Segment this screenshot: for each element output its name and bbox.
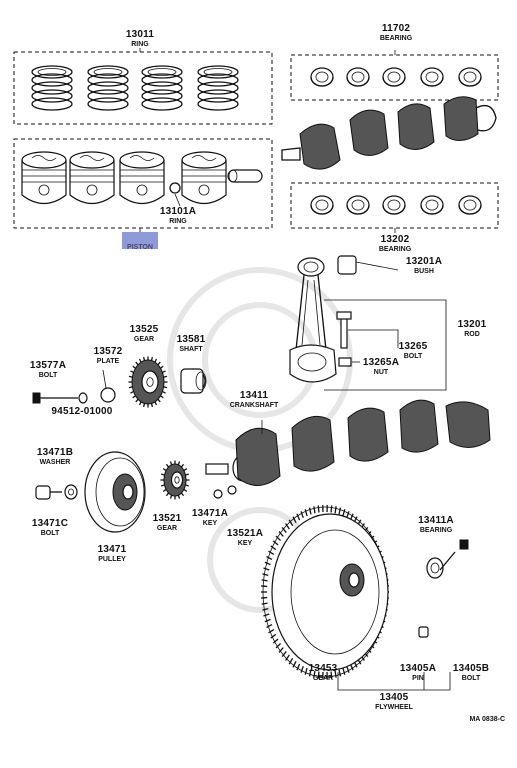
timing-gear xyxy=(128,356,207,408)
piston-set-group xyxy=(13,138,273,234)
piston-1 xyxy=(21,151,67,205)
main-bearing-lower-5 xyxy=(458,195,482,215)
main-bearing-lower-4 xyxy=(420,195,444,215)
piston-ring-stack-2 xyxy=(87,65,129,111)
main-bearing-upper-4 xyxy=(420,67,444,87)
ring-set-group xyxy=(13,48,273,125)
main-bearing-lower-group xyxy=(290,182,499,233)
connecting-rod xyxy=(289,255,447,391)
piston-ring-stack-4 xyxy=(197,65,239,111)
bolt-and-plate xyxy=(32,369,116,404)
piston-highlight-label: PISTON xyxy=(127,244,153,251)
piston-3 xyxy=(119,151,165,205)
crank-gear-teeth xyxy=(160,460,190,500)
crankshaft-top xyxy=(281,96,497,170)
main-bearing-upper-group xyxy=(290,50,499,101)
piston-highlight xyxy=(122,232,158,249)
main-bearing-upper-3 xyxy=(382,67,406,87)
pulley-assembly xyxy=(35,451,146,533)
main-bearing-upper-2 xyxy=(346,67,370,87)
piston-ring-stack-1 xyxy=(31,65,73,111)
figure-code: MA 0838-C xyxy=(469,716,505,723)
flywheel-assembly xyxy=(261,505,469,691)
timing-gear-teeth xyxy=(128,356,168,408)
piston-2 xyxy=(69,151,115,205)
callout-part-94512: 94512-01000 xyxy=(51,406,113,417)
main-bearing-lower-3 xyxy=(382,195,406,215)
piston-4 xyxy=(181,151,227,205)
main-bearing-lower-2 xyxy=(346,195,370,215)
main-bearing-upper-5 xyxy=(458,67,482,87)
crank-gear xyxy=(160,460,190,500)
main-bearing-lower-1 xyxy=(310,195,334,215)
crankshaft-main xyxy=(205,399,491,499)
piston-ring-stack-3 xyxy=(141,65,183,111)
main-bearing-upper-1 xyxy=(310,67,334,87)
